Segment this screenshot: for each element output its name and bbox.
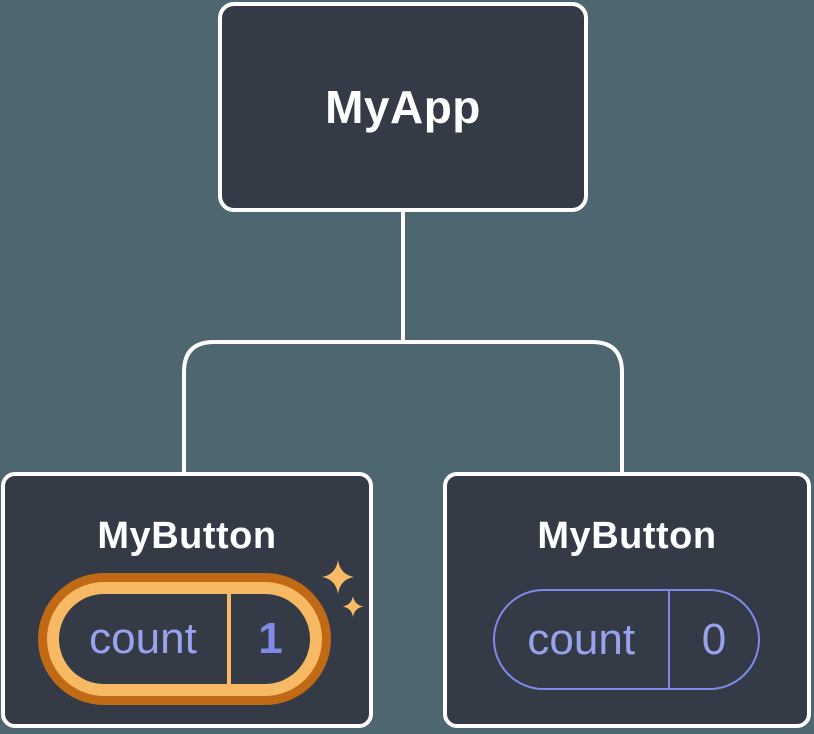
component-name-button-left: MyButton [97,515,277,557]
component-node-button-left: MyButton count 1 [1,472,373,728]
state-name-cell: count [495,591,668,688]
component-node-button-right: MyButton count 0 [443,472,811,728]
sparkle-small [342,596,364,617]
component-node-root: MyApp [218,2,588,212]
state-pill-divider [227,594,231,684]
sparkle-large [322,560,354,594]
state-value-cell: 1 [231,594,310,684]
state-name-label: count [89,614,197,663]
state-value-cell: 0 [670,591,758,688]
state-pill-body: count 1 [59,594,310,684]
connector-branch [182,340,624,472]
component-name-button-right: MyButton [537,515,717,557]
component-name-root: MyApp [325,81,481,133]
state-name-cell: count [59,594,227,684]
state-pill-plain: count 0 [493,589,760,690]
state-pill-highlighted: count 1 [38,573,331,705]
state-value: 0 [701,614,727,664]
sparkle-icon [322,560,364,617]
state-pill-highlight-ring: count 1 [47,582,322,696]
state-pill-divider [667,591,670,688]
state-value: 1 [258,614,283,663]
state-name-label: count [527,614,636,664]
